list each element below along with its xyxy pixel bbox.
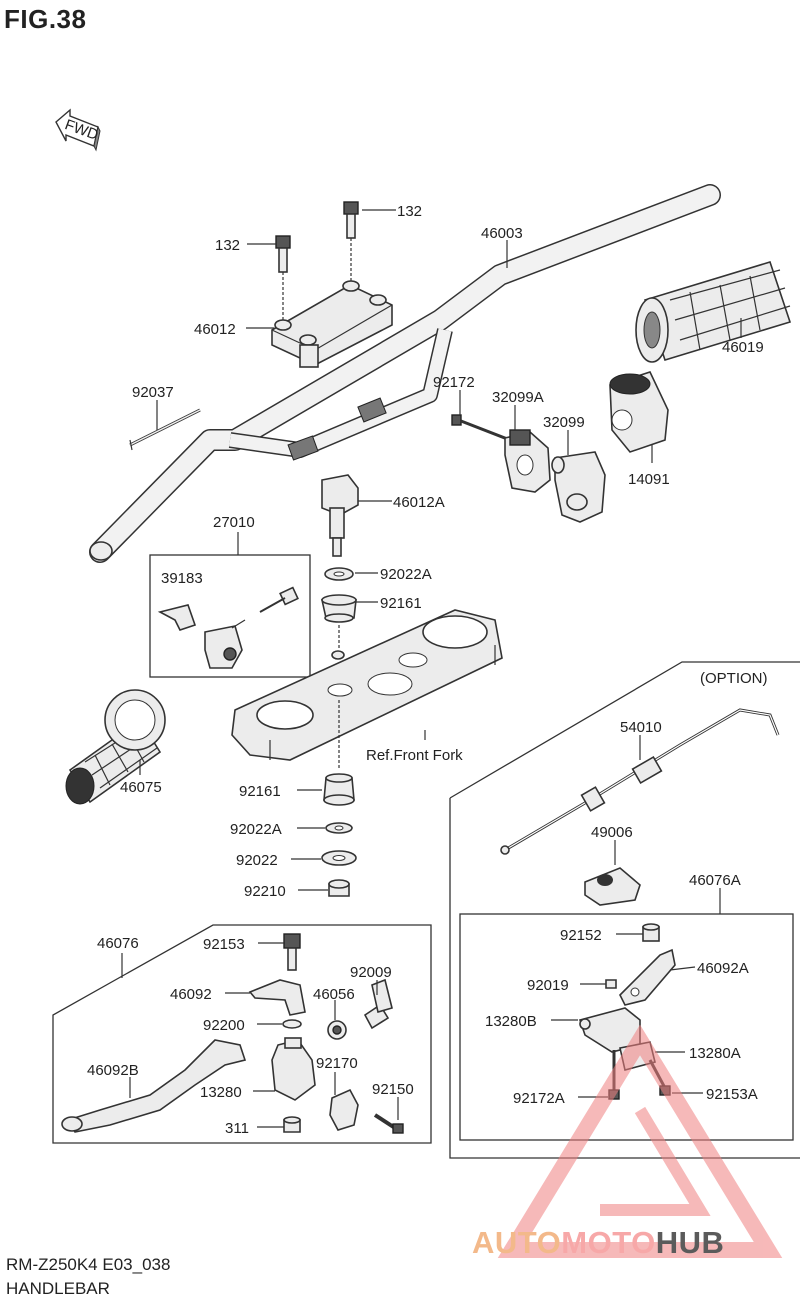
label-46092B: 46092B xyxy=(87,1062,139,1079)
holder-13280 xyxy=(271,1037,316,1101)
label-13280A: 13280A xyxy=(689,1045,741,1062)
label-92172A: 92172A xyxy=(513,1090,565,1107)
label-46012A: 46012A xyxy=(393,494,445,511)
label-92150: 92150 xyxy=(372,1081,414,1098)
label-46092: 46092 xyxy=(170,986,212,1003)
watermark-logo-icon xyxy=(497,1024,783,1258)
figure-title: FIG.38 xyxy=(4,4,87,34)
adjuster-46056 xyxy=(327,1020,347,1040)
label-32099A: 32099A xyxy=(492,389,544,406)
label-92153A: 92153A xyxy=(706,1086,758,1103)
bolt-92153 xyxy=(283,933,301,971)
label-132a: 132 xyxy=(215,237,240,254)
option-inner-box xyxy=(459,913,794,1141)
lower-clamp-46012A xyxy=(321,474,359,557)
label-27010: 27010 xyxy=(213,514,255,531)
label-46019: 46019 xyxy=(722,339,764,356)
label-92172: 92172 xyxy=(433,374,475,391)
label-92009: 92009 xyxy=(350,964,392,981)
label-46012: 46012 xyxy=(194,321,236,338)
label-92210: 92210 xyxy=(244,883,286,900)
kill-switch-box xyxy=(149,554,311,678)
nut-92019 xyxy=(605,979,617,989)
label-46076: 46076 xyxy=(97,935,139,952)
bolt-92150 xyxy=(373,1113,404,1134)
label-311: 311 xyxy=(225,1120,249,1137)
label-54010: 54010 xyxy=(620,719,662,736)
grip-left-46075 xyxy=(65,689,166,805)
kill-switch-39183 xyxy=(157,586,299,669)
part-labels: 132 132 46003 46012 46019 92037 92172 32… xyxy=(87,203,768,1137)
label-46056: 46056 xyxy=(313,986,355,1003)
label-92037: 92037 xyxy=(132,384,174,401)
clutch-lever-box xyxy=(52,924,432,1144)
label-46075: 46075 xyxy=(120,779,162,796)
bolt-132-left xyxy=(275,235,291,320)
label-92022: 92022 xyxy=(236,852,278,869)
nut-92210 xyxy=(328,879,350,897)
label-92152: 92152 xyxy=(560,927,602,944)
option-box xyxy=(449,798,800,1159)
bolt-132-right xyxy=(343,201,359,282)
label-92019: 92019 xyxy=(527,977,569,994)
label-92153: 92153 xyxy=(203,936,245,953)
throttle-case-32099 xyxy=(551,451,606,523)
damper-92161-top xyxy=(321,594,357,623)
label-132b: 132 xyxy=(397,203,422,220)
label-92170: 92170 xyxy=(316,1055,358,1072)
fwd-arrow-icon: FWD xyxy=(55,108,101,152)
lever-holder-13280B xyxy=(578,1007,641,1053)
label-92161-top: 92161 xyxy=(380,595,422,612)
handlebar-clamp-46012 xyxy=(271,280,393,368)
lever-46092A xyxy=(619,948,676,1006)
cable-band-92037 xyxy=(129,408,201,451)
lever-holder-49006 xyxy=(584,867,641,906)
handlebar-46003 xyxy=(89,184,721,563)
throttle-tube-14091 xyxy=(609,371,669,453)
washer-92200 xyxy=(282,1019,302,1029)
bolt-92172 xyxy=(451,414,511,442)
watermark-part-3: HUB xyxy=(655,1225,725,1260)
label-14091: 14091 xyxy=(628,471,670,488)
clamp-92170 xyxy=(329,1088,359,1131)
nut-311 xyxy=(283,1116,301,1133)
label-92200: 92200 xyxy=(203,1017,245,1034)
label-46003: 46003 xyxy=(481,225,523,242)
ref-front-fork-label: Ref.Front Fork xyxy=(366,747,463,764)
watermark-part-1: AUTO xyxy=(472,1225,562,1260)
lever-46092B xyxy=(61,1039,247,1133)
model-code: RM-Z250K4 E03_038 xyxy=(6,1255,171,1274)
clutch-cable-54010 xyxy=(500,708,780,855)
option-label: (OPTION) xyxy=(700,670,768,687)
label-49006: 49006 xyxy=(591,824,633,841)
leader-lines xyxy=(121,209,742,1128)
section-name: HANDLEBAR xyxy=(6,1279,110,1298)
label-46092A: 46092A xyxy=(697,960,749,977)
watermark-text: AUTOMOTOHUB xyxy=(472,1225,724,1261)
throttle-case-32099A xyxy=(504,429,551,493)
watermark-part-2: MOTO xyxy=(561,1225,656,1260)
label-92161-bottom: 92161 xyxy=(239,783,281,800)
lever-46092 xyxy=(248,979,306,1016)
label-13280: 13280 xyxy=(200,1084,242,1101)
label-39183: 39183 xyxy=(161,570,203,587)
label-46076A: 46076A xyxy=(689,872,741,889)
label-92022A-bottom: 92022A xyxy=(230,821,282,838)
label-32099: 32099 xyxy=(543,414,585,431)
label-92022A-top: 92022A xyxy=(380,566,432,583)
upper-bracket xyxy=(231,609,503,770)
grip-right-46019 xyxy=(635,261,792,363)
label-13280B: 13280B xyxy=(485,1013,537,1030)
adjuster-92009 xyxy=(363,978,393,1030)
damper-92161-bottom xyxy=(323,773,355,806)
